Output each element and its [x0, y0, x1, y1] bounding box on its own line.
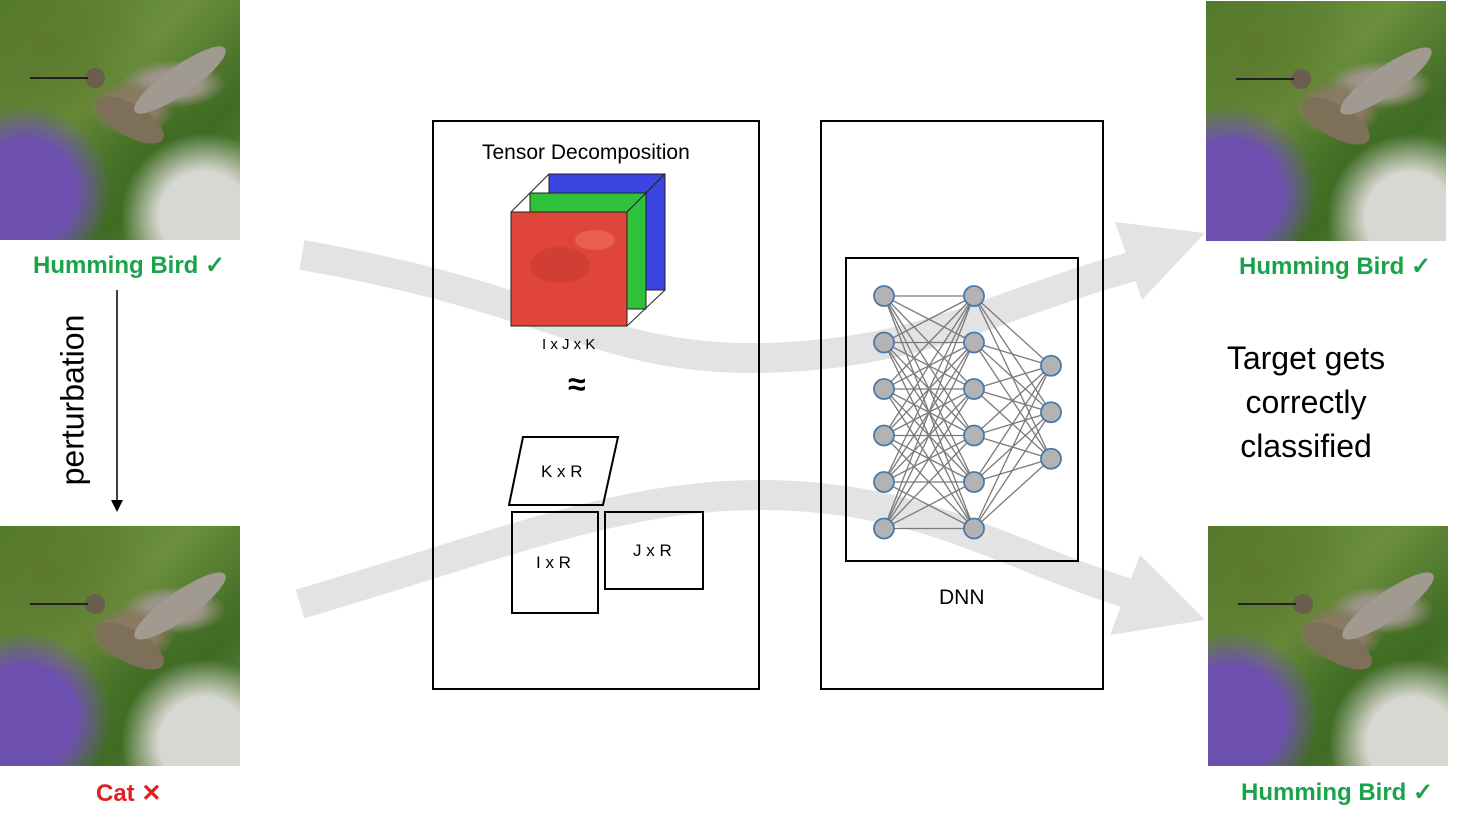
label-text: Cat: [96, 780, 135, 807]
dnn-node-layer-1: [873, 285, 895, 307]
dnn-panel: [820, 120, 1104, 690]
factor-j-label: J x R: [633, 541, 672, 560]
dnn-edge: [883, 388, 975, 529]
bird-image-output-bottom: [1208, 526, 1448, 766]
label-bottom-right: Humming Bird ✓: [1241, 778, 1433, 807]
dnn-node-layer-3: [1040, 401, 1062, 424]
dnn-edge: [883, 295, 975, 483]
dnn-node-layer-2: [963, 331, 985, 354]
dnn-edge: [973, 365, 1052, 483]
label-text: Humming Bird: [1239, 253, 1405, 280]
label-text: Humming Bird: [33, 252, 199, 279]
factor-j-box: [604, 511, 704, 590]
tensor-panel-title: Tensor Decomposition: [482, 141, 690, 164]
dnn-node-layer-1: [873, 471, 895, 493]
dnn-edge: [973, 365, 1052, 436]
perturbation-arrow: [111, 290, 123, 512]
dnn-edge: [883, 295, 975, 529]
dnn-network-frame: [845, 257, 1079, 562]
dnn-edge: [973, 365, 1052, 390]
bottom-flow-arrowhead: [1110, 555, 1205, 635]
dnn-edge: [973, 341, 1052, 367]
dnn-node-layer-1: [873, 331, 895, 354]
dnn-node-layer-3: [1040, 447, 1062, 470]
label-bottom-left: Cat ✕: [96, 779, 161, 808]
result-text: Target gets correctly classified: [1206, 336, 1406, 468]
dnn-node-layer-2: [963, 424, 985, 447]
result-line-3: classified: [1240, 428, 1372, 464]
approx-symbol: ≈: [568, 366, 586, 402]
dnn-node-layer-2: [963, 378, 985, 400]
bird-image-original: [0, 0, 240, 240]
dnn-edge: [973, 365, 1052, 529]
dnn-edge: [883, 342, 975, 529]
dnn-edge: [973, 411, 1052, 529]
tensor-dims: I x J x K: [542, 336, 596, 353]
dnn-node-layer-1: [873, 378, 895, 400]
result-line-2: correctly: [1245, 384, 1367, 420]
dnn-edge: [883, 435, 975, 529]
factor-k-label: K x R: [541, 462, 583, 481]
check-icon: ✓: [1413, 779, 1434, 806]
check-icon: ✓: [205, 252, 226, 279]
dnn-edge: [883, 295, 975, 344]
dnn-network: [873, 285, 1062, 540]
dnn-node-layer-2: [963, 471, 985, 493]
factor-i-box: [511, 511, 599, 614]
result-line-1: Target gets: [1226, 340, 1386, 376]
dnn-node-layer-1: [873, 424, 895, 447]
perturbation-label: perturbation: [54, 314, 91, 486]
label-top-right: Humming Bird ✓: [1239, 252, 1431, 281]
dnn-node-layer-1: [873, 517, 895, 540]
tensor-cube: [510, 173, 666, 327]
check-icon: ✓: [1411, 253, 1432, 280]
dnn-node-layer-2: [963, 517, 985, 540]
factor-k-shape: [508, 436, 620, 506]
bird-image-perturbed: [0, 526, 240, 766]
dnn-node-layer-3: [1040, 354, 1062, 377]
tensor-decomposition-panel: [432, 120, 760, 690]
top-flow-arrowhead: [1115, 222, 1205, 300]
dnn-edge: [973, 458, 1052, 529]
factor-i-label: I x R: [536, 553, 571, 572]
dnn-edge: [973, 295, 1052, 367]
dnn-edge: [883, 295, 975, 436]
label-text: Humming Bird: [1241, 779, 1407, 806]
dnn-label: DNN: [939, 586, 985, 609]
label-top-left: Humming Bird ✓: [33, 251, 225, 280]
dnn-node-layer-2: [963, 285, 985, 307]
cross-icon: ✕: [141, 780, 162, 807]
dnn-edge: [883, 295, 975, 390]
bird-image-output-top: [1206, 1, 1446, 241]
dnn-edge: [883, 481, 975, 530]
